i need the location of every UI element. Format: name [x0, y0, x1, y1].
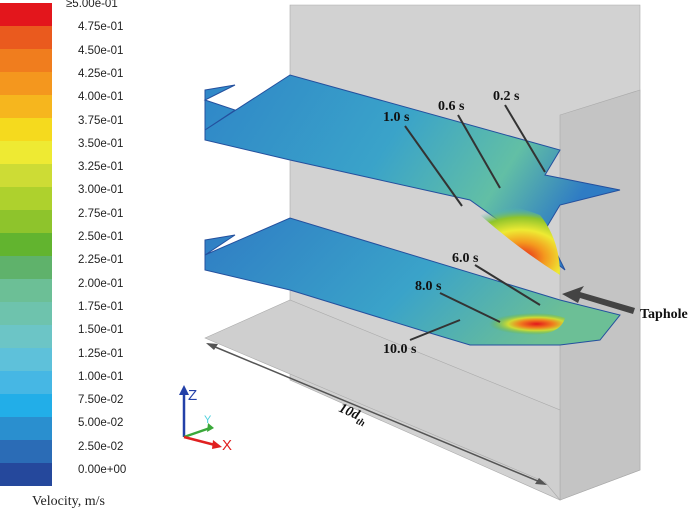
colorbar-band [0, 233, 52, 256]
colorbar-tick-label: 0.00e+00 [78, 464, 127, 476]
colorbar-tick-label: 3.00e-01 [78, 184, 124, 197]
colorbar-band [0, 256, 52, 279]
label-taphole: Taphole [640, 307, 688, 322]
colorbar-tick-label: ≥5.00e-01 [66, 0, 118, 10]
taphole-arrow [562, 286, 635, 314]
arrow-0-2s [504, 104, 546, 173]
colorbar-tick-label: 1.50e-01 [78, 324, 124, 337]
colorbar-tick-label: 4.50e-01 [78, 44, 124, 57]
colorbar-tick-label: 3.50e-01 [78, 137, 124, 150]
label-0-2s: 0.2 s [493, 89, 520, 104]
colorbar-tick-label: 1.00e-01 [78, 370, 124, 383]
colorbar-title: Velocity, m/s [32, 494, 105, 509]
colorbar-band [0, 164, 52, 187]
colorbar-tick-label: 5.00e-02 [78, 417, 124, 430]
colorbar-band [0, 118, 52, 141]
dimension-arrowhead-left [206, 343, 218, 350]
colorbar-band [0, 3, 52, 26]
colorbar-band [0, 210, 52, 233]
label-1-0s: 1.0 s [383, 110, 410, 125]
colorbar-band [0, 72, 52, 95]
label-8-0s: 8.0 s [415, 279, 442, 294]
label-0-6s: 0.6 s [438, 99, 465, 114]
velocity-colorbar [0, 3, 52, 486]
arrow-8-0s [439, 292, 501, 323]
colorbar-tick-label: 2.25e-01 [78, 254, 124, 267]
colorbar-band [0, 371, 52, 394]
arrow-6-0s [474, 264, 541, 306]
colorbar-band [0, 141, 52, 164]
colorbar-tick-label: 2.50e-01 [78, 231, 124, 243]
colorbar-band [0, 394, 52, 417]
colorbar-tick-label: 4.25e-01 [78, 67, 124, 80]
colorbar-tick-label: 2.50e-02 [78, 440, 124, 453]
colorbar-tick-label: 4.00e-01 [78, 91, 124, 104]
colorbar-band [0, 348, 52, 371]
dimension-line [207, 343, 546, 485]
colorbar-band [0, 417, 52, 440]
colorbar-band [0, 440, 52, 463]
axis-triad: Z Y X [179, 385, 232, 454]
colorbar-tick-label: 2.75e-01 [78, 207, 124, 220]
colorbar-band [0, 26, 52, 49]
colorbar-tick-label: 2.00e-01 [78, 277, 124, 290]
colorbar-tick-label: 3.25e-01 [78, 161, 124, 174]
colorbar-band [0, 325, 52, 348]
axis-x-label: X [222, 437, 232, 454]
colorbar-tick-label: 1.75e-01 [78, 300, 124, 313]
colorbar-tick-label: 4.75e-01 [78, 21, 124, 34]
arrow-10-0s [409, 319, 461, 341]
colorbar-band [0, 187, 52, 210]
upper-jet [430, 190, 560, 275]
arrow-1-0s [404, 125, 463, 207]
axis-z-label: Z [188, 387, 197, 404]
arrow-0-6s [457, 114, 501, 189]
axis-y-label: Y [204, 414, 212, 426]
colorbar-band [0, 463, 52, 486]
label-10-0s: 10.0 s [383, 342, 417, 357]
colorbar-band [0, 302, 52, 325]
lower-flow-surface [204, 217, 621, 346]
colorbar-band [0, 95, 52, 118]
colorbar-band [0, 279, 52, 302]
colorbar-tick-label: 1.25e-01 [78, 347, 124, 360]
colorbar-band [0, 49, 52, 72]
label-6-0s: 6.0 s [452, 251, 479, 266]
dimension-arrowhead-right [535, 478, 547, 485]
colorbar-tick-label: 7.50e-02 [78, 394, 124, 407]
colorbar-tick-label: 3.75e-01 [78, 114, 124, 127]
floor-slab [204, 299, 561, 501]
